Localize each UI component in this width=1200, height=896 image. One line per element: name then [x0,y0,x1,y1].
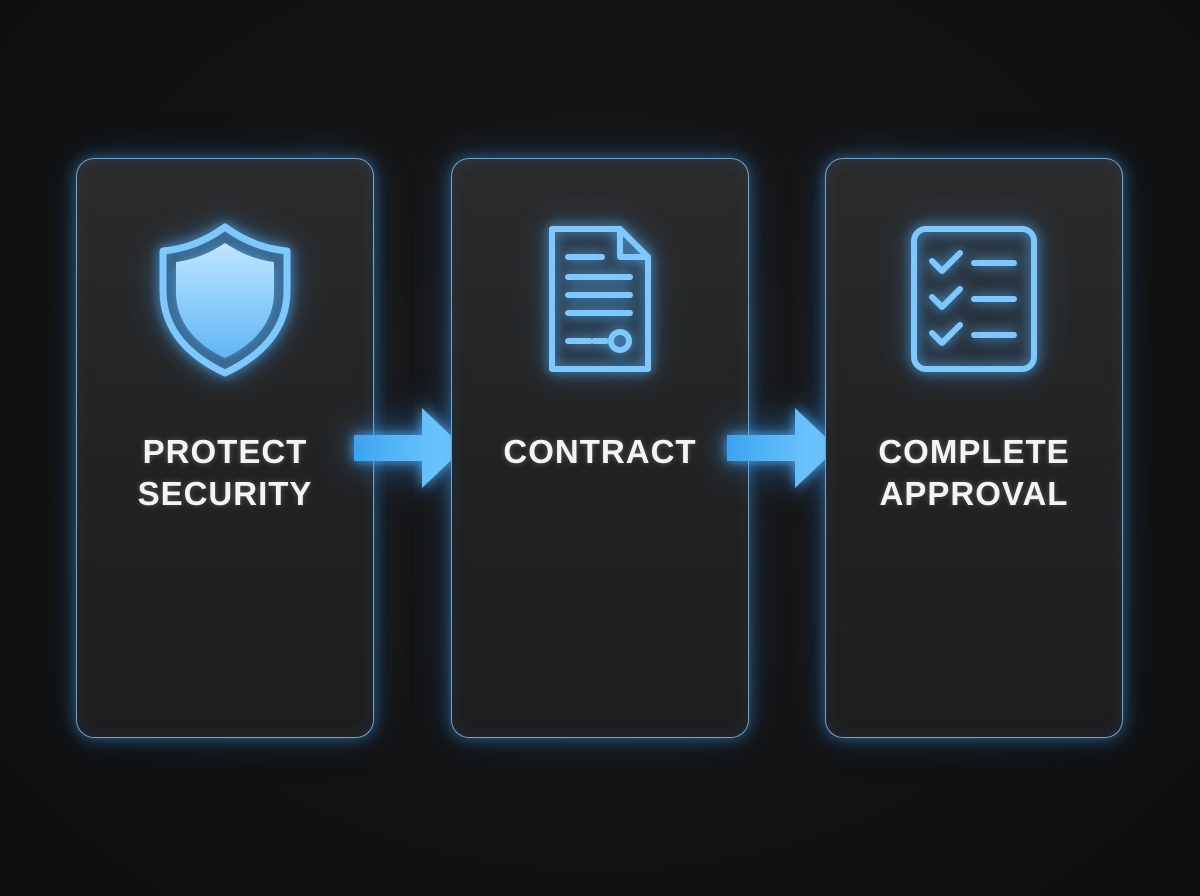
step-label-line: CONTRACT [503,433,697,470]
step-card-contract: CONTRACT [451,158,749,738]
document-icon [530,221,670,381]
arrow-right-icon [352,404,468,492]
checklist-icon [904,221,1044,381]
step-label: CONTRACT [452,431,748,473]
step-card-complete-approval: COMPLETE APPROVAL [825,158,1123,738]
step-label-line: SECURITY [137,475,313,512]
arrow-right-icon [725,404,841,492]
step-label-line: APPROVAL [879,475,1069,512]
step-label-line: COMPLETE [878,433,1070,470]
step-card-protect-security: PROTECT SECURITY [76,158,374,738]
step-label: PROTECT SECURITY [77,431,373,515]
step-label: COMPLETE APPROVAL [826,431,1122,515]
shield-icon [155,221,295,381]
step-label-line: PROTECT [142,433,308,470]
